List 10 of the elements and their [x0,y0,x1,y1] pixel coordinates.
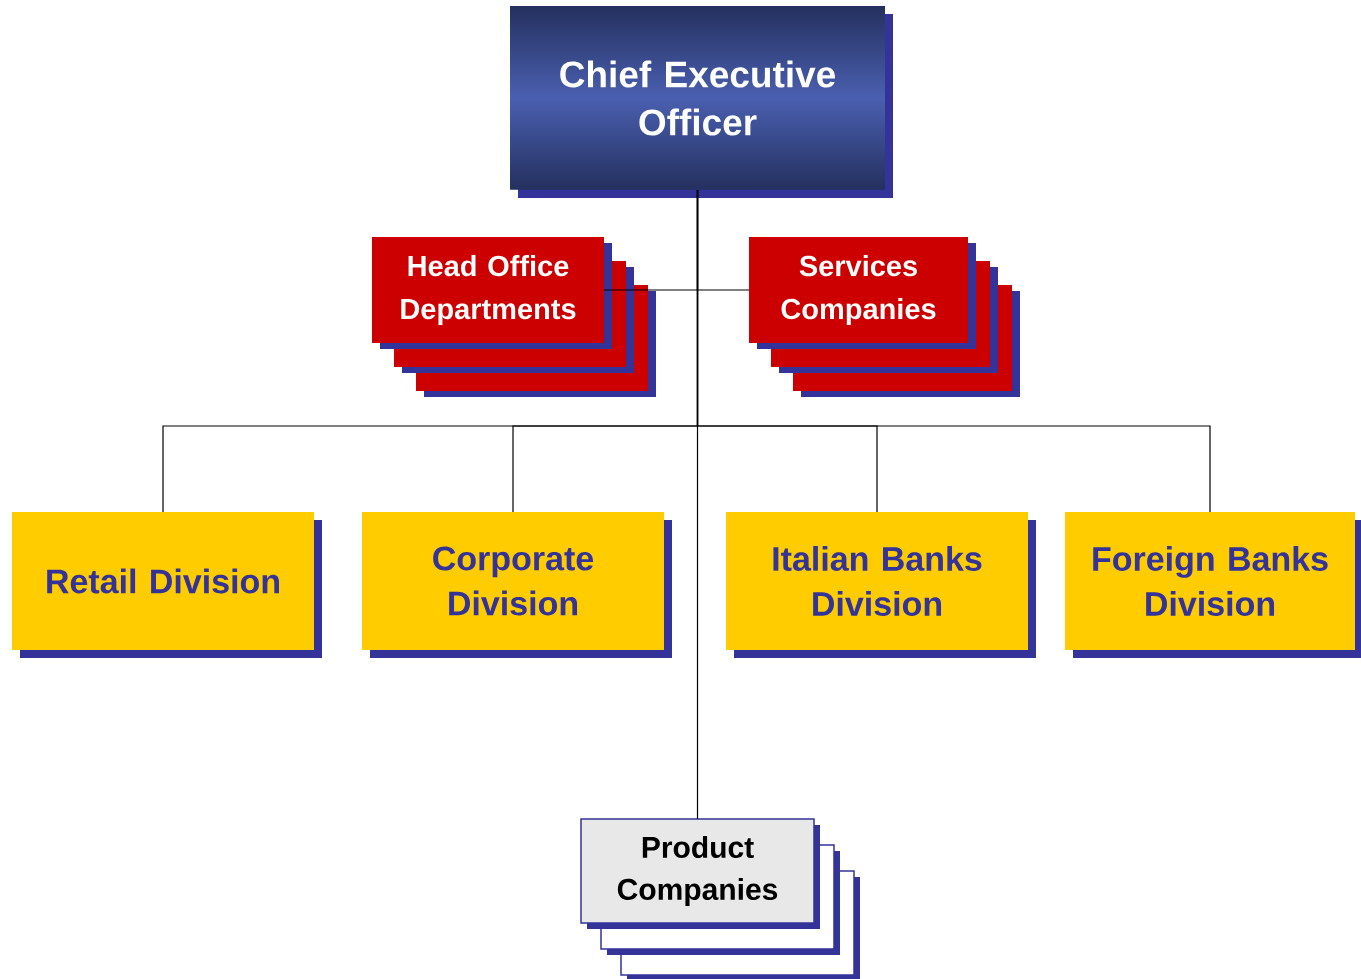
stacked-cards: Services Companies [749,237,1020,397]
connector-line [696,189,699,820]
stacked-cards: Product Companies [580,818,860,979]
division-box: Retail Division [12,512,322,658]
division-box: Corporate Division [362,512,672,658]
division-box: Foreign Banks Division [1065,512,1361,658]
stacked-cards: Head Office Departments [372,237,656,397]
node-label: Product [642,836,754,859]
executive-box: Chief Executive Officer [510,6,893,198]
division-box: Italian Banks Division [726,512,1036,658]
